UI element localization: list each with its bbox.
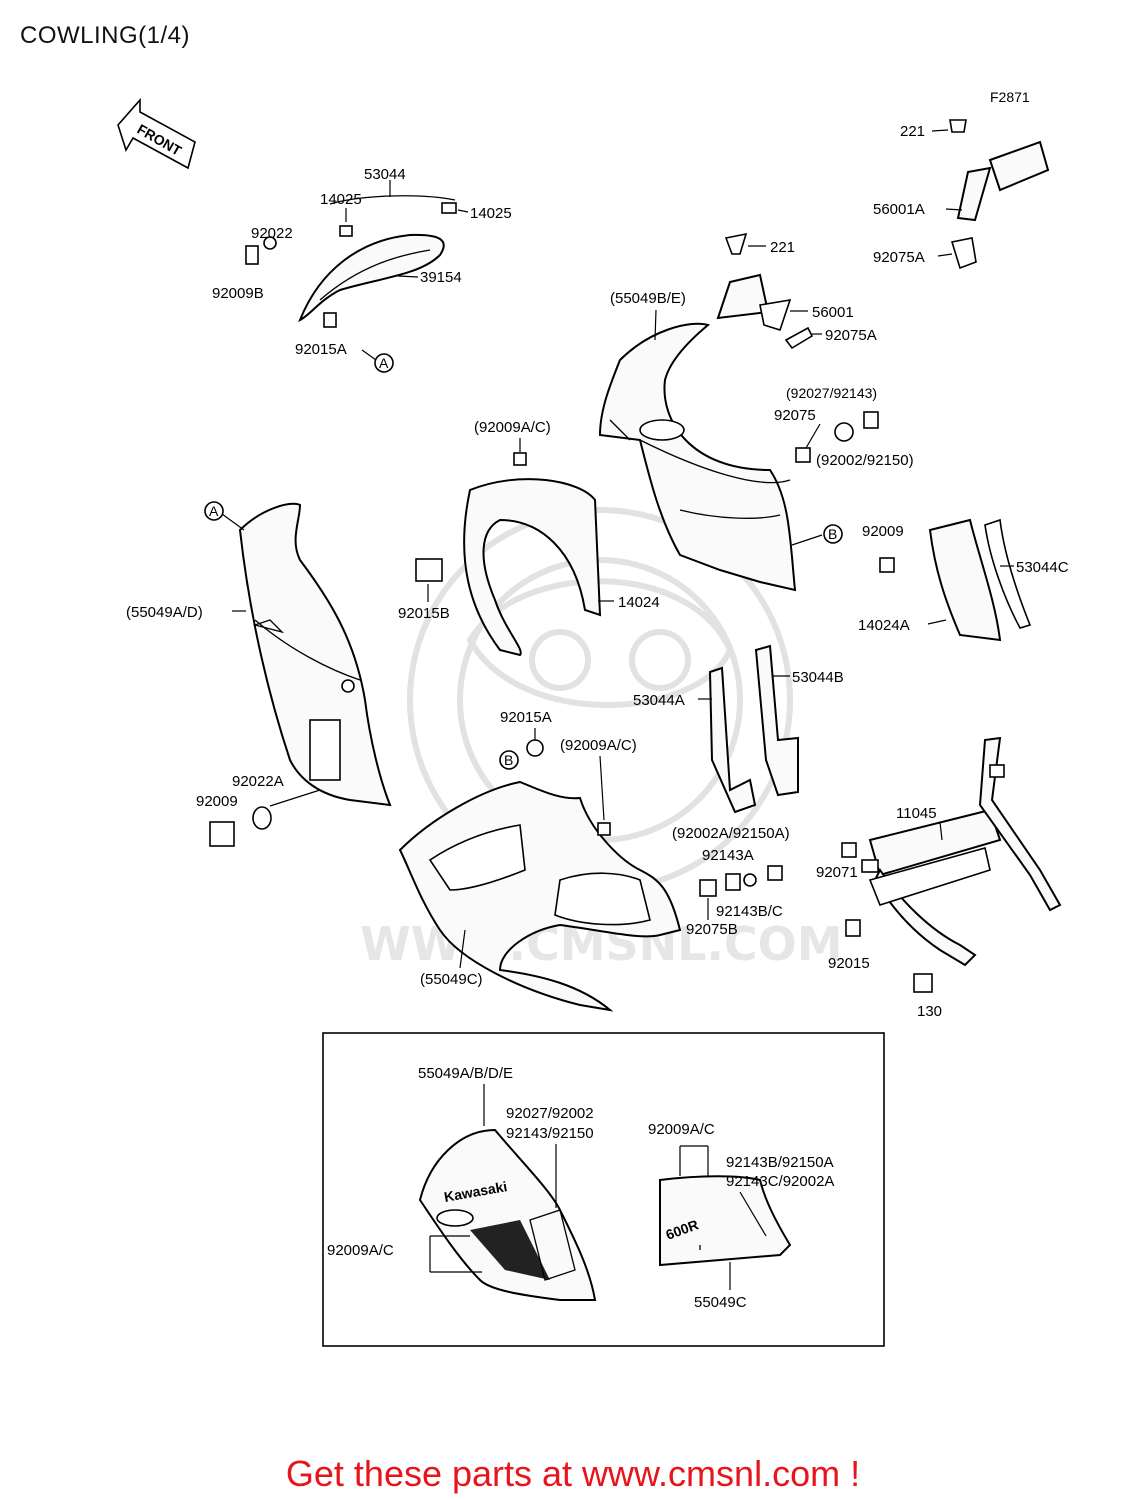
label-53044b: 53044B bbox=[792, 669, 844, 686]
label-92075: 92075 bbox=[774, 407, 816, 424]
inset-label-92027-92002: 92027/92002 bbox=[506, 1105, 594, 1122]
label-92143a: 92143A bbox=[702, 847, 754, 864]
ref-b-top: B bbox=[828, 526, 837, 542]
label-55049be: (55049B/E) bbox=[610, 290, 686, 307]
promo-link[interactable]: Get these parts at www.cmsnl.com ! bbox=[285, 1453, 861, 1494]
label-55049c: (55049C) bbox=[420, 971, 483, 988]
label-39154: 39154 bbox=[420, 269, 462, 286]
page-title: COWLING(1/4) bbox=[20, 22, 191, 49]
inset-label-55049c: 55049C bbox=[694, 1294, 747, 1311]
label-92071: 92071 bbox=[816, 864, 858, 881]
inset-label-55049abde: 55049A/B/D/E bbox=[418, 1065, 513, 1082]
label-53044c: 53044C bbox=[1016, 559, 1069, 576]
label-92015b: 92015B bbox=[398, 605, 450, 622]
label-56001: 56001 bbox=[812, 304, 854, 321]
label-53044: 53044 bbox=[364, 166, 406, 183]
label-92027-92143: (92027/92143) bbox=[786, 385, 877, 401]
lower-cowl-part bbox=[398, 739, 682, 1012]
inset-label-92009ac-right: 92009A/C bbox=[648, 1121, 715, 1138]
diagram-code: F2871 bbox=[990, 89, 1030, 105]
label-53044a: 53044A bbox=[633, 692, 685, 709]
ref-a-top: A bbox=[379, 355, 389, 371]
label-92015a-top: 92015A bbox=[295, 341, 347, 358]
label-130: 130 bbox=[917, 1003, 942, 1020]
inner-panel-part bbox=[415, 452, 602, 657]
label-56001a: 56001A bbox=[873, 201, 925, 218]
label-221-top: 221 bbox=[900, 123, 925, 140]
side-cowl-left-part bbox=[238, 502, 392, 807]
label-55049ad: (55049A/D) bbox=[126, 604, 203, 621]
label-221-mid: 221 bbox=[770, 239, 795, 256]
inset-lower-cowl-part bbox=[659, 1175, 792, 1267]
inset-box bbox=[322, 1032, 885, 1347]
label-92015: 92015 bbox=[828, 955, 870, 972]
label-92143bc: 92143B/C bbox=[716, 903, 783, 920]
windshield-part bbox=[245, 195, 457, 328]
label-92009-left: 92009 bbox=[196, 793, 238, 810]
label-92009ac-low: (92009A/C) bbox=[560, 737, 637, 754]
label-92002-92150: (92002/92150) bbox=[816, 452, 914, 469]
label-92075a-top: 92075A bbox=[873, 249, 925, 266]
ref-a-left: A bbox=[209, 503, 219, 519]
duct-pieces-part bbox=[708, 644, 799, 814]
mirror-left-part bbox=[716, 232, 814, 350]
label-14025-left: 14025 bbox=[320, 191, 362, 208]
ref-b-low: B bbox=[504, 752, 513, 768]
label-11045: 11045 bbox=[896, 805, 937, 822]
inset-label-92143b-92150a: 92143B/92150A bbox=[726, 1154, 834, 1171]
label-92022a: 92022A bbox=[232, 773, 284, 790]
label-14024a: 14024A bbox=[858, 617, 910, 634]
label-92009b: 92009B bbox=[212, 285, 264, 302]
bracket-right-part bbox=[879, 518, 1032, 642]
label-92075b: 92075B bbox=[686, 921, 738, 938]
inset-label-92143c-92002a: 92143C/92002A bbox=[726, 1173, 834, 1190]
inset-upper-cowl-part bbox=[418, 1128, 597, 1301]
inset-label-92143-92150: 92143/92150 bbox=[506, 1125, 594, 1142]
label-14024: 14024 bbox=[618, 594, 660, 611]
label-92009ac-mid: (92009A/C) bbox=[474, 419, 551, 436]
label-92009-right: 92009 bbox=[862, 523, 904, 540]
front-arrow-icon: FRONT bbox=[117, 97, 196, 170]
label-92002a-92150a: (92002A/92150A) bbox=[672, 825, 790, 842]
label-92075a-mid: 92075A bbox=[825, 327, 877, 344]
label-92015a-mid: 92015A bbox=[500, 709, 552, 726]
side-cowl-upper-part bbox=[598, 322, 797, 592]
mirror-right-part bbox=[949, 119, 1050, 270]
label-92022: 92022 bbox=[251, 225, 293, 242]
cowl-stay-part bbox=[861, 736, 1062, 967]
label-14025-right: 14025 bbox=[470, 205, 512, 222]
inset-label-92009ac-left: 92009A/C bbox=[327, 1242, 394, 1259]
